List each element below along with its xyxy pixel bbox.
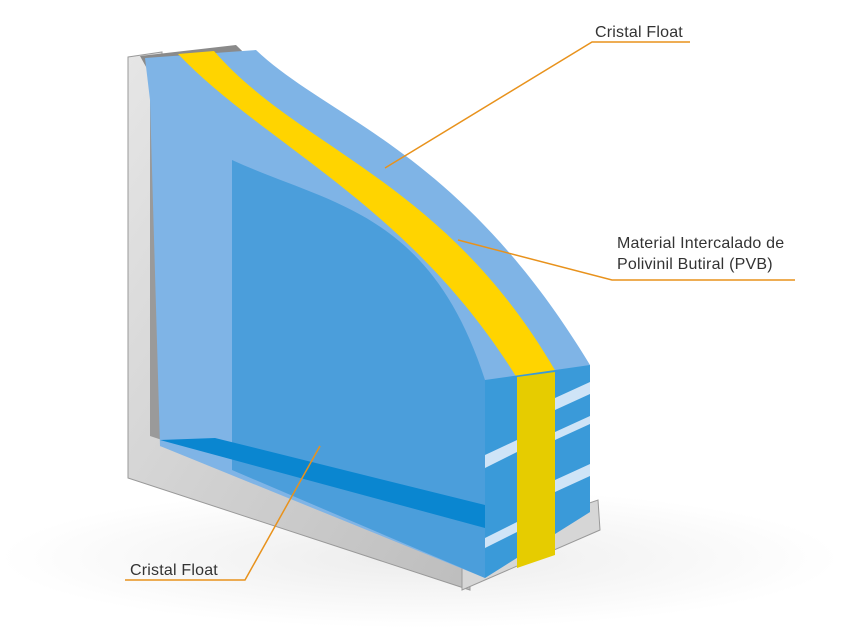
glass-inner-left [160,100,232,470]
label-pvb-line2: Polivinil Butiral (PVB) [617,256,773,273]
pvb-edge [517,372,555,568]
glass-bottom-edge [160,438,485,528]
leader-line-top [384,41,690,169]
edge-highlight [555,416,590,440]
label-bottom-cristal-float: Cristal Float [130,562,218,579]
edge-highlight [485,522,517,548]
leader-line-bottom [125,445,321,581]
edge-highlight [555,382,590,410]
edge-highlight [485,440,517,468]
edge-highlight [555,464,590,492]
leader-line-middle [457,239,795,281]
label-pvb-line1: Material Intercalado de [617,235,785,252]
label-top-cristal-float: Cristal Float [595,24,683,41]
pvb-interlayer [178,51,556,378]
